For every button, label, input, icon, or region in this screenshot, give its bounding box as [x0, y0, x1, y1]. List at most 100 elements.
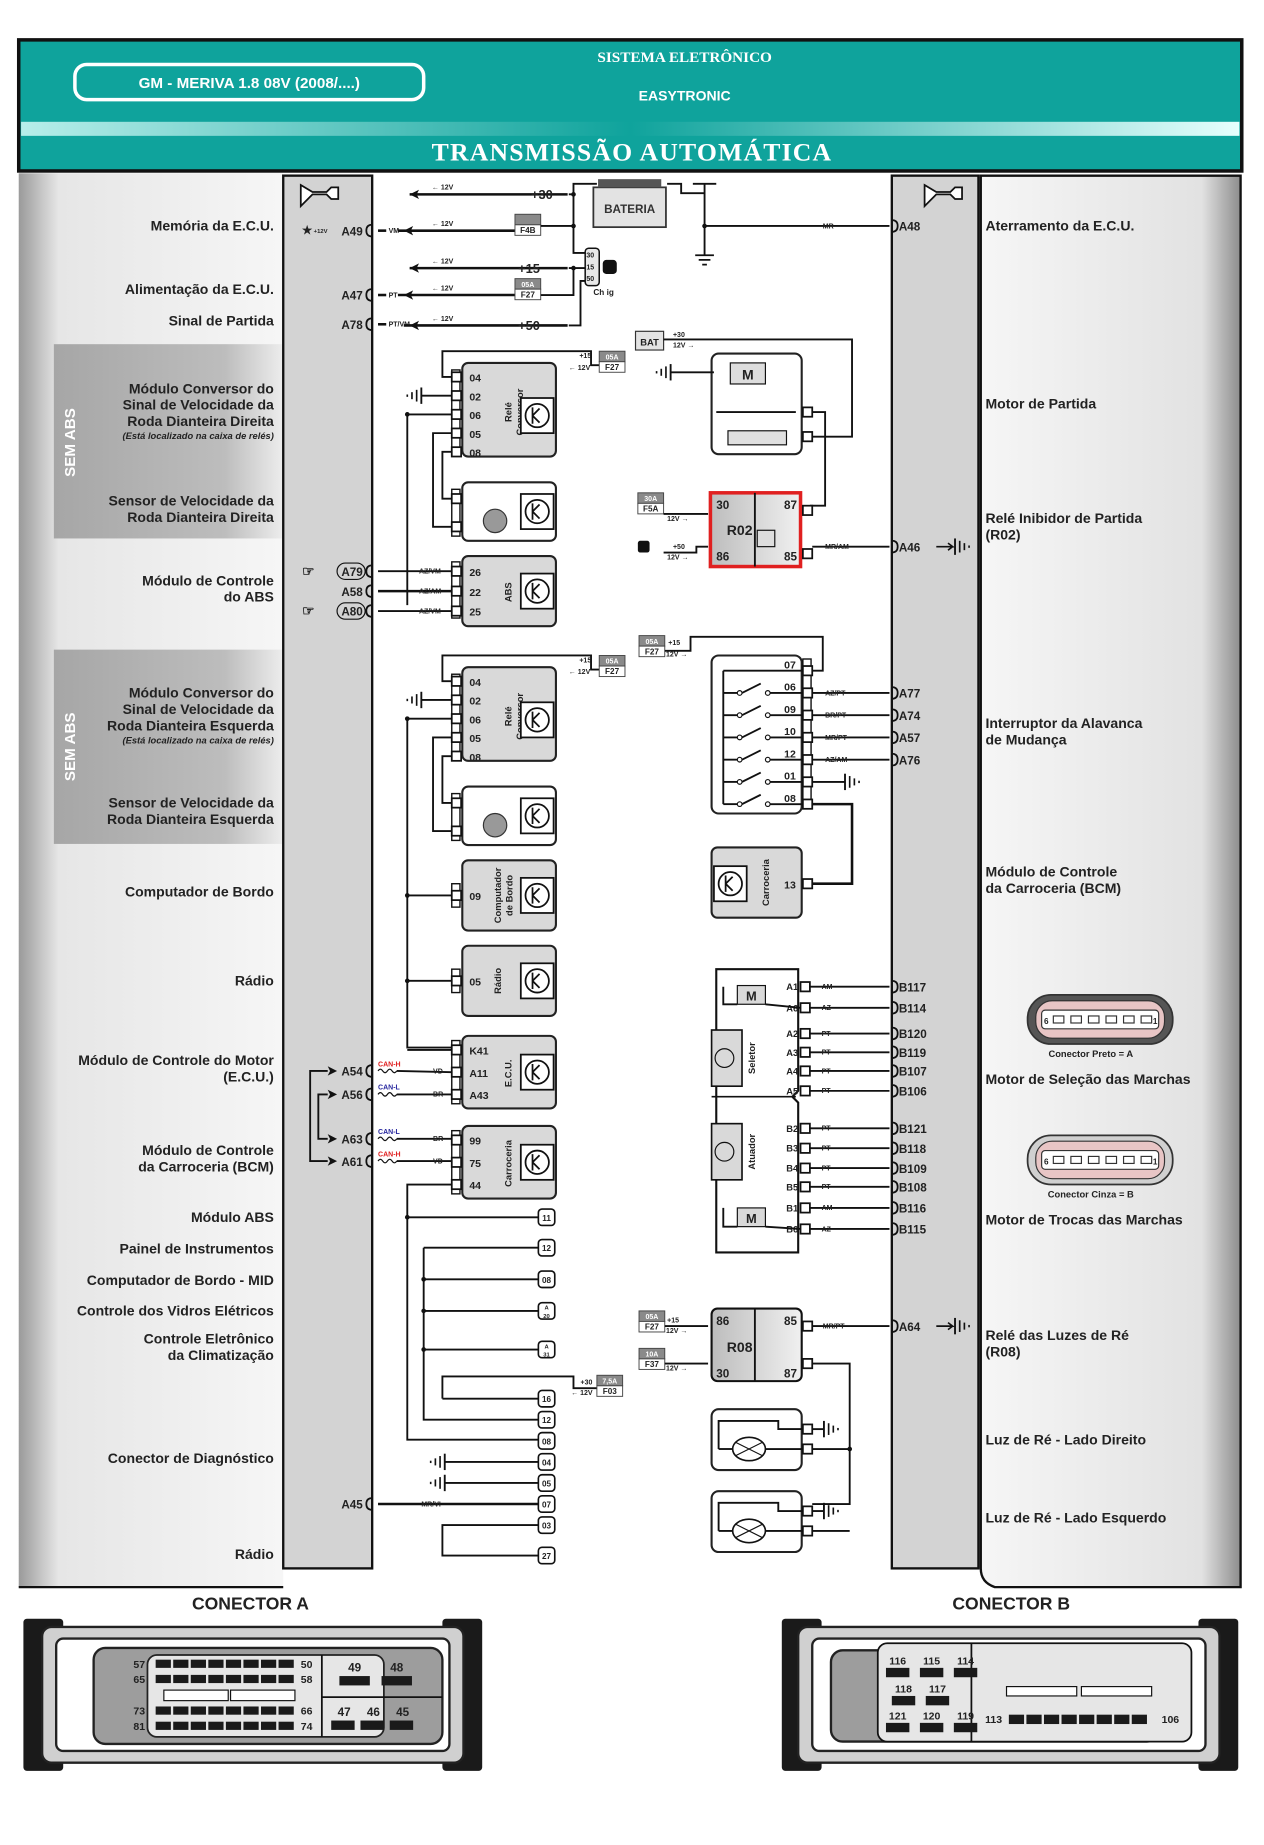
- connector-a-terminal: [190, 1659, 206, 1668]
- switch-contact: [736, 778, 743, 785]
- left-label: Módulo de Controle: [142, 572, 274, 588]
- connector-a-pin-number: 81: [133, 1721, 145, 1733]
- connector-b-terminal: [891, 1695, 916, 1706]
- left-label: Sinal de Partida: [169, 312, 274, 328]
- connector-pin: [1070, 1015, 1083, 1024]
- header: GM - MERIVA 1.8 08V (2008/....) SISTEMA …: [16, 38, 1244, 173]
- arrow-icon: [409, 320, 419, 331]
- module-pin-label: 22: [469, 587, 481, 599]
- relay-pin: 85: [784, 1315, 797, 1328]
- connector-a-pin-number: 49: [348, 1661, 362, 1674]
- wire: [406, 1183, 541, 1441]
- transistor-lines: [531, 1154, 541, 1171]
- connector-a-terminal: [155, 1721, 171, 1730]
- voltage-label: +15: [667, 1318, 679, 1325]
- pin-notch: [891, 539, 899, 554]
- twisted-pair-icon: [377, 1068, 398, 1074]
- connector-b-pin-number: 116: [889, 1655, 906, 1667]
- right-label: Luz de Ré - Lado Esquerdo: [985, 1510, 1166, 1526]
- connector-b-terminal: [1026, 1714, 1042, 1725]
- voltage-label: ← 12V: [569, 365, 591, 372]
- wire: [317, 1093, 328, 1140]
- wire: [422, 1247, 539, 1421]
- transistor-lines: [531, 503, 541, 520]
- connector-b-terminal: [919, 1667, 944, 1678]
- left-label: Controle dos Vidros Elétricos: [77, 1303, 274, 1319]
- module-name: Seletor: [747, 1042, 757, 1074]
- pin-notch: [891, 752, 899, 767]
- wire: [741, 704, 762, 717]
- fuse-label-bg: [637, 502, 665, 515]
- module-name: Atuador: [747, 1133, 757, 1169]
- right-label: Aterramento da E.C.U.: [985, 218, 1134, 234]
- connector-a-terminal: [278, 1706, 294, 1715]
- module-pin-label: B6: [786, 1224, 798, 1234]
- fuse-id: F37: [645, 1360, 660, 1369]
- right-label: Relé Inibidor de Partida: [985, 510, 1142, 526]
- wire: [432, 736, 452, 832]
- transistor-icon: [519, 1143, 555, 1181]
- module-name: Relé: [503, 402, 513, 422]
- connector-a-pin-number: 45: [396, 1706, 410, 1719]
- pin-notch: [365, 223, 373, 238]
- pin-terminal: [450, 408, 463, 420]
- junction-dot: [702, 223, 707, 229]
- fuse-id: F4B: [520, 226, 536, 235]
- pin-notch: [891, 1319, 899, 1333]
- relay-pin: 30: [716, 499, 730, 512]
- pin-terminal: [450, 975, 463, 987]
- wire-color-label: VD: [433, 1068, 443, 1075]
- wire: [741, 682, 762, 694]
- module-pin-label: A3: [786, 1048, 798, 1058]
- connector-a-terminal: [243, 1674, 259, 1684]
- connector-b-pin-number: 114: [957, 1655, 974, 1667]
- transistor-icon: [519, 876, 555, 914]
- ground-icon: [406, 691, 423, 709]
- motor-label: M: [746, 989, 757, 1004]
- module-pin-label: 02: [469, 696, 481, 708]
- pin-terminal: [450, 427, 463, 439]
- ecu-pin-label: A80: [341, 606, 363, 619]
- pin-terminal: [801, 709, 814, 721]
- diag-pin-label: 27: [542, 1552, 552, 1561]
- pointing-hand-icon: ☞: [302, 603, 315, 619]
- connector-b-terminal: [953, 1667, 978, 1678]
- module-pin-label: B4: [786, 1164, 799, 1174]
- module-pin-label: B5: [786, 1182, 798, 1192]
- ecu-pin-label: B106: [899, 1086, 927, 1099]
- wire-color-label: BR/PT: [825, 713, 847, 720]
- connector-b-terminal: [1114, 1714, 1130, 1725]
- switch-contact: [764, 756, 771, 763]
- pin-terminal: [450, 825, 463, 837]
- connector-b-terminal: [1061, 1714, 1077, 1725]
- wire-color-label: VD: [433, 1158, 443, 1165]
- relay-pin: 86: [716, 1315, 730, 1328]
- right-label: Módulo de Controle: [985, 864, 1117, 880]
- module-name: Relé: [503, 706, 513, 726]
- connector-a-terminal: [360, 1720, 384, 1730]
- connector-b-pin-number: 113: [985, 1714, 1002, 1726]
- transistor-icon: [519, 1053, 555, 1091]
- switch-contact: [764, 712, 771, 719]
- voltage-label: +12V: [314, 229, 328, 235]
- left-label: Roda Dianteira Esquerda: [107, 811, 274, 827]
- connector-a-terminal: [208, 1659, 224, 1668]
- pin-terminal: [801, 731, 814, 743]
- transistor-lines: [531, 887, 541, 904]
- pin-terminal: [450, 889, 463, 901]
- connector-a-title: CONECTOR A: [192, 1593, 309, 1613]
- pin-terminal: [801, 406, 814, 418]
- module-pin-label: 02: [469, 391, 481, 403]
- pin-notch: [365, 317, 373, 332]
- connector-a-terminal: [389, 1720, 414, 1730]
- transistor-icon: [714, 1141, 735, 1162]
- pin-terminal: [450, 1088, 463, 1100]
- left-label: Computador de Bordo: [125, 884, 274, 900]
- connector-a-pin-number: 74: [301, 1721, 313, 1733]
- pin-terminal: [799, 1002, 811, 1014]
- pin-terminal: [450, 446, 463, 458]
